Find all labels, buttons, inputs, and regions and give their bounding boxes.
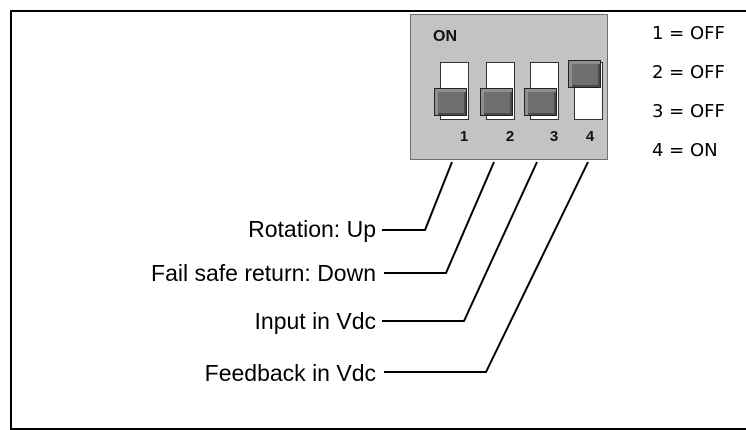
- function-label-feedback: Feedback in Vdc: [204, 360, 376, 386]
- switch-3-knob: [524, 88, 557, 116]
- function-label-rotation: Rotation: Up: [248, 216, 376, 242]
- function-label-input: Input in Vdc: [254, 308, 376, 334]
- leader-line-2: [384, 161, 495, 274]
- function-label-fail-safe: Fail safe return: Down: [151, 260, 376, 286]
- switch-3-number: 3: [549, 128, 559, 145]
- switch-2-number: 2: [505, 128, 515, 145]
- leader-lines: [382, 161, 589, 373]
- switch-2-setting: 2 = OFF: [652, 62, 725, 83]
- switch-1-setting: 1 = OFF: [652, 23, 725, 44]
- switch-1-knob: [434, 88, 467, 116]
- switch-1-number: 1: [459, 128, 469, 145]
- leader-line-4: [384, 161, 589, 373]
- leader-line-1: [382, 161, 453, 231]
- switch-4-number: 4: [585, 128, 595, 145]
- switch-4-setting: 4 = ON: [652, 140, 718, 161]
- switch-3-setting: 3 = OFF: [652, 101, 725, 122]
- on-label: ON: [433, 28, 457, 45]
- switch-2-knob: [480, 88, 513, 116]
- leader-line-3: [382, 161, 538, 322]
- dip-switch-diagram: ON 1 2 3 4 1 = OFF 2 = OFF 3 = OFF 4 = O…: [10, 10, 746, 430]
- switch-4-knob: [568, 60, 601, 88]
